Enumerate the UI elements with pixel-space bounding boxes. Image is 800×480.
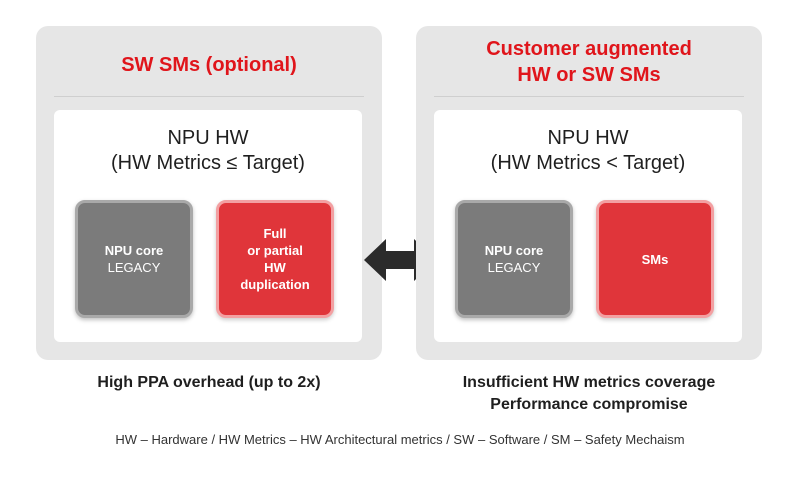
right-panel: Customer augmented HW or SW SMs NPU HW (… [416,26,762,360]
left-npu-hw-title: NPU HW (HW Metrics ≤ Target) [54,126,362,176]
sms-block: SMs [596,200,714,318]
left-npu-core-label: NPU core [104,243,164,258]
left-npu-hw-title-line: NPU HW [167,127,249,149]
left-panel-title: SW SMs (optional) [36,52,382,78]
left-npu-core-legacy-block: NPU core LEGACY [75,200,193,318]
hw-duplication-block: Full or partial HW duplication [216,200,334,318]
right-panel-title-line: HW or SW SMs [517,64,661,86]
right-legacy-label: LEGACY [487,260,541,275]
left-caption-line: High PPA overhead (up to 2x) [97,374,321,391]
left-panel: SW SMs (optional) NPU HW (HW Metrics ≤ T… [36,26,382,360]
right-panel-title-line: Customer augmented [486,38,692,60]
right-npu-hw-metrics-line: (HW Metrics < Target) [490,152,686,174]
right-npu-core-legacy-block: NPU core LEGACY [455,200,573,318]
right-npu-hw-title: NPU HW (HW Metrics < Target) [434,126,742,176]
right-panel-title: Customer augmented HW or SW SMs [416,36,762,88]
right-panel-divider [434,96,744,97]
left-panel-title-line: SW SMs (optional) [121,54,297,76]
left-npu-hw-metrics-line: (HW Metrics ≤ Target) [111,152,305,174]
right-npu-core-label: NPU core [484,243,544,258]
left-caption: High PPA overhead (up to 2x) [36,372,382,394]
left-panel-divider [54,96,364,97]
right-npu-hw-title-line: NPU HW [547,127,629,149]
left-legacy-label: LEGACY [107,260,161,275]
right-caption-line: Performance compromise [490,396,688,413]
left-npu-hw-box: NPU HW (HW Metrics ≤ Target) NPU core LE… [54,110,362,342]
right-caption-line: Insufficient HW metrics coverage [462,374,716,391]
right-caption: Insufficient HW metrics coverage Perform… [416,372,762,416]
hw-duplication-line: HW [264,260,286,275]
abbreviation-footnote: HW – Hardware / HW Metrics – HW Architec… [115,432,685,447]
hw-duplication-line: or partial [247,243,303,258]
hw-duplication-line: duplication [240,277,310,292]
right-npu-hw-box: NPU HW (HW Metrics < Target) NPU core LE… [434,110,742,342]
sms-label: SMs [641,251,669,267]
hw-duplication-line: Full [263,226,287,241]
